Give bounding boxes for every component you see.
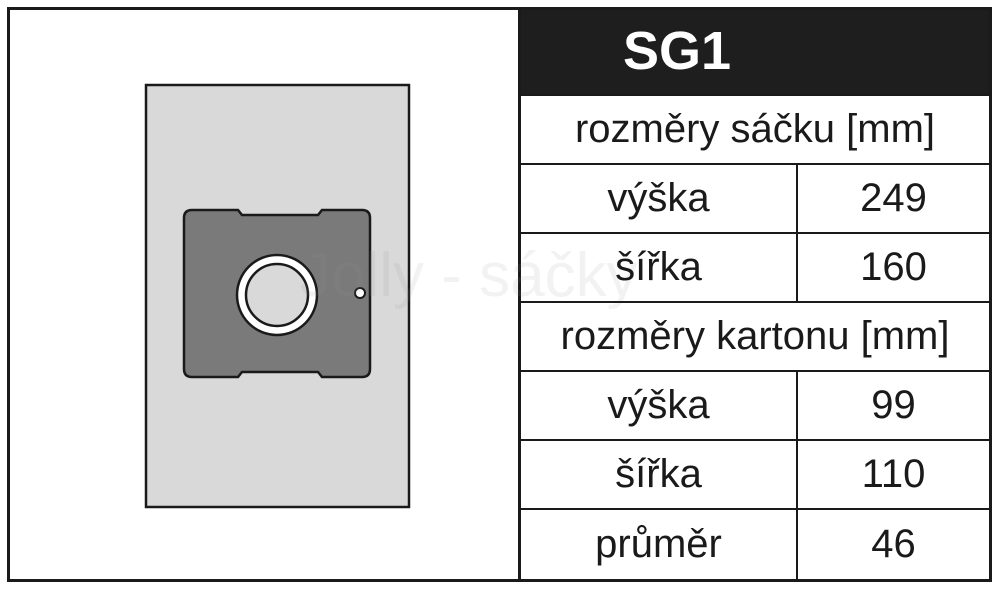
dimension-label: výška — [521, 372, 798, 439]
dimension-label: šířka — [521, 441, 798, 508]
dimension-value: 110 — [861, 452, 926, 496]
pin-hole — [354, 287, 366, 299]
table-row: šířka 160 — [521, 232, 989, 301]
section-title: rozměry kartonu [mm] — [560, 314, 950, 358]
table-row: průměr 46 — [521, 508, 989, 579]
product-code: SG1 — [623, 21, 732, 81]
table-row: výška 99 — [521, 370, 989, 439]
dimension-value: 160 — [860, 245, 927, 289]
dimension-value: 249 — [860, 176, 927, 220]
section-title: rozměry sáčku [mm] — [574, 107, 936, 151]
dimension-value: 46 — [871, 522, 916, 566]
intake-ring-inner — [244, 262, 310, 328]
vacuum-bag-illustration — [144, 83, 411, 509]
section-header-cardboard: rozměry kartonu [mm] — [521, 301, 989, 370]
dimensions-table: SG1 rozměry sáčku [mm] výška 249 šířka 1… — [521, 10, 989, 579]
bag-illustration-panel — [10, 10, 521, 579]
table-row: výška 249 — [521, 163, 989, 232]
dimension-label: průměr — [521, 510, 798, 579]
dimension-label: výška — [521, 165, 798, 232]
product-card: Jolly - sáčky SG1 rozměry sáčku [mm] výš… — [7, 7, 992, 582]
title-bar: SG1 — [521, 10, 989, 94]
dimension-label: šířka — [521, 234, 798, 301]
dimension-value: 99 — [871, 383, 916, 427]
section-header-bag: rozměry sáčku [mm] — [521, 94, 989, 163]
table-row: šířka 110 — [521, 439, 989, 508]
